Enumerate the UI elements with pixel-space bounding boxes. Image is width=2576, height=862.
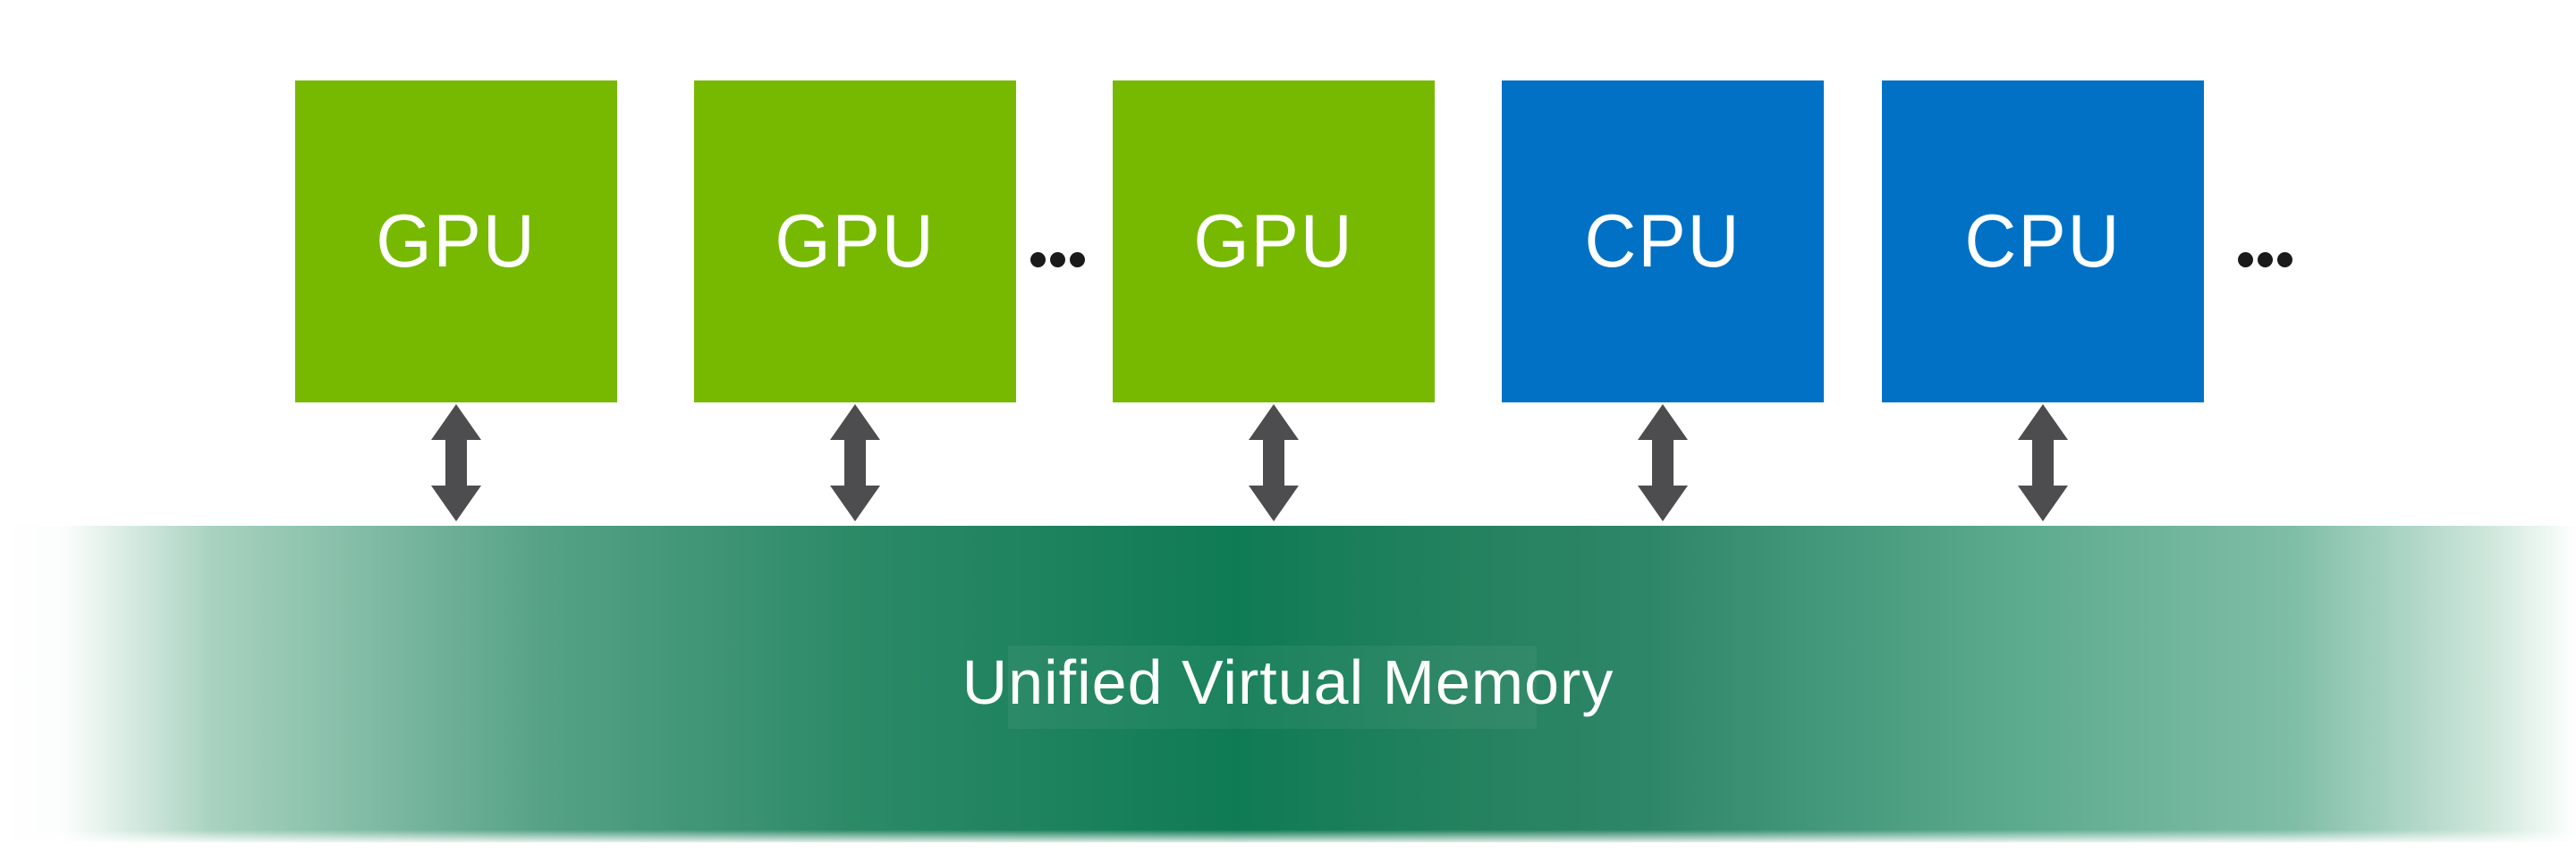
gpu-box-1: GPU xyxy=(295,80,617,402)
gpu-ellipsis-icon xyxy=(1030,252,1085,267)
ellipsis-dot xyxy=(1030,252,1046,267)
ellipsis-dot xyxy=(1050,252,1065,267)
double-arrow-icon xyxy=(431,404,481,521)
cpu-box-1: CPU xyxy=(1502,80,1824,402)
gpu-box-3-label: GPU xyxy=(1193,199,1354,283)
unified-virtual-memory-band: Unified Virtual Memory xyxy=(0,526,2576,842)
double-arrow-icon xyxy=(2018,404,2068,521)
ellipsis-dot xyxy=(2238,252,2253,267)
double-arrow-icon xyxy=(830,404,880,521)
gpu-box-3: GPU xyxy=(1113,80,1435,402)
cpu-box-2-label: CPU xyxy=(1964,199,2122,283)
gpu-box-2-label: GPU xyxy=(775,199,936,283)
cpu-ellipsis-icon xyxy=(2238,252,2292,267)
cpu-box-2: CPU xyxy=(1882,80,2204,402)
double-arrow-icon xyxy=(1249,404,1299,521)
band-label-wrap: Unified Virtual Memory xyxy=(0,526,2576,842)
gpu-box-1-label: GPU xyxy=(376,199,537,283)
unified-virtual-memory-label: Unified Virtual Memory xyxy=(962,647,1614,717)
double-arrow-icon xyxy=(1638,404,1688,521)
gpu-box-2: GPU xyxy=(694,80,1016,402)
ellipsis-dot xyxy=(2258,252,2273,267)
cpu-box-1-label: CPU xyxy=(1584,199,1741,283)
ellipsis-dot xyxy=(1070,252,1085,267)
band-text-highlight xyxy=(1008,646,1537,729)
ellipsis-dot xyxy=(2277,252,2292,267)
